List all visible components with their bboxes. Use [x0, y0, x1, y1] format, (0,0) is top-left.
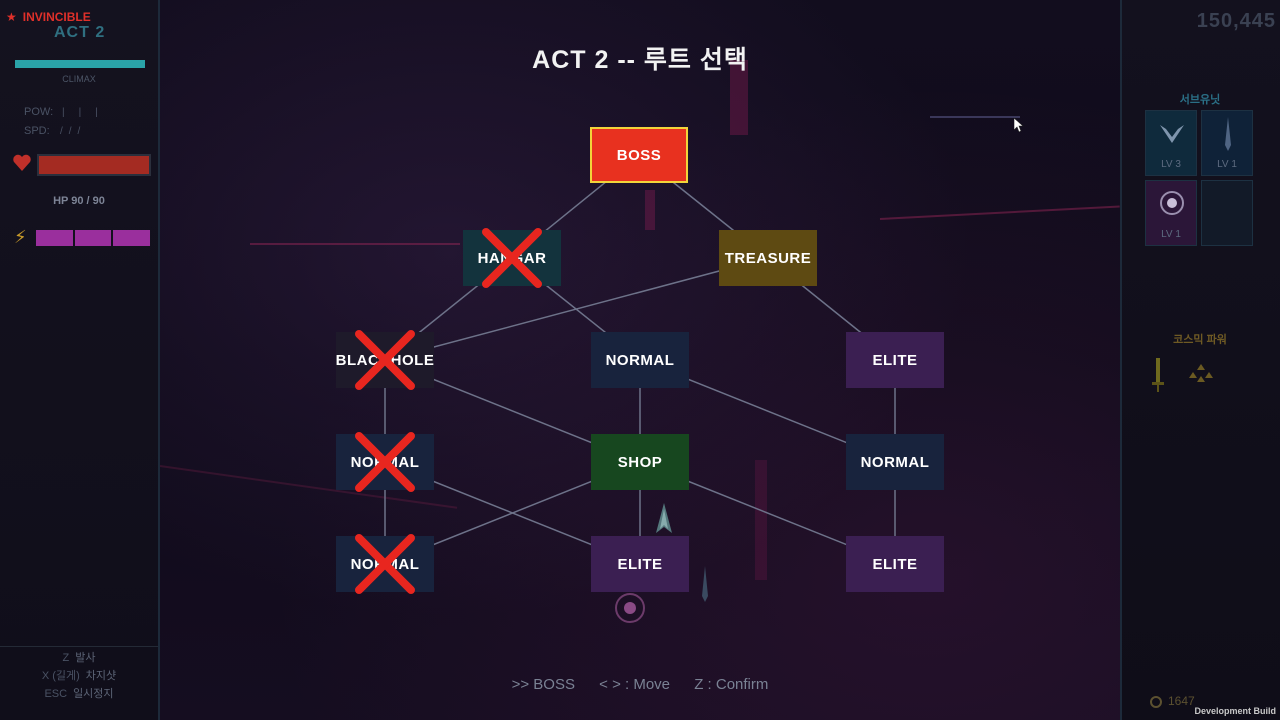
- subweapon-slot-empty: [1201, 180, 1253, 246]
- subweapon-level: LV 1: [1161, 229, 1181, 240]
- control-action: 발사: [75, 652, 96, 664]
- wing-icon: [1160, 125, 1184, 143]
- node-label: BOSS: [616, 146, 662, 164]
- node-label: SHOP: [617, 453, 663, 471]
- control-action: 차지샷: [85, 670, 117, 682]
- hint-confirm: Z : Confirm: [694, 676, 769, 693]
- route-node-blackhole[interactable]: BLACKHOLE: [335, 330, 435, 390]
- player-ship-icon: [656, 503, 672, 533]
- route-node-normal-left-r5[interactable]: NORMAL: [336, 534, 434, 594]
- node-label: NORMAL: [350, 555, 420, 573]
- node-label: ELITE: [872, 351, 918, 369]
- background-beam: [645, 190, 655, 230]
- energy-bar: [36, 230, 151, 246]
- energy-segment: [36, 230, 73, 246]
- route-node-shop[interactable]: SHOP: [591, 434, 689, 490]
- hint-target: >> BOSS: [511, 676, 575, 693]
- node-label: NORMAL: [350, 453, 420, 471]
- control-row: ESC 일시정지: [0, 688, 158, 701]
- mouse-cursor-icon: [1014, 118, 1024, 132]
- background-beam: [730, 60, 748, 135]
- route-node-elite-right[interactable]: ELITE: [846, 332, 944, 388]
- invincible-status: ★ INVINCIBLE: [6, 10, 91, 24]
- subweapon-level: LV 3: [1161, 159, 1181, 170]
- background-streak: [930, 116, 1020, 118]
- node-label: ELITE: [617, 555, 663, 573]
- route-node-treasure[interactable]: TREASURE: [719, 230, 817, 286]
- control-row: Z 발사: [0, 652, 158, 665]
- coin-icon: [1150, 696, 1162, 708]
- control-key: Z: [62, 652, 70, 664]
- node-label: NORMAL: [860, 453, 930, 471]
- node-label: HANGAR: [477, 249, 547, 267]
- control-row: X (길게) 차지샷: [0, 670, 158, 683]
- hp-bar: [37, 154, 151, 176]
- route-node-normal-mid[interactable]: NORMAL: [591, 332, 689, 388]
- controls-help: Z 발사 X (길게) 차지샷 ESC 일시정지: [0, 646, 158, 701]
- route-node-elite-right-r5[interactable]: ELITE: [846, 536, 944, 592]
- score-display: 150,445: [1196, 10, 1276, 32]
- left-hud-panel: [0, 0, 160, 720]
- sub-unit-orb-icon: [615, 593, 645, 623]
- status-text: INVINCIBLE: [22, 10, 91, 24]
- background-beam: [755, 460, 767, 580]
- route-node-boss[interactable]: BOSS: [590, 127, 688, 183]
- background-streak: [250, 243, 460, 245]
- blade-icon: [1225, 117, 1231, 151]
- route-node-hangar[interactable]: HANGAR: [463, 228, 561, 288]
- node-label: ELITE: [872, 555, 918, 573]
- node-label: TREASURE: [724, 249, 812, 267]
- route-node-elite-mid-r5[interactable]: ELITE: [591, 536, 689, 592]
- cosmic-power-formation-icon: [1189, 364, 1213, 382]
- node-label: BLACKHOLE: [335, 351, 435, 369]
- hp-text: HP 90 / 90: [53, 195, 105, 207]
- energy-segment: [74, 230, 112, 246]
- route-edge: [384, 257, 769, 361]
- spd-gauge: ///: [60, 126, 87, 137]
- control-key: ESC: [44, 688, 68, 700]
- cosmic-power-sword-icon: [1152, 358, 1164, 392]
- spd-label: SPD:: [24, 125, 50, 137]
- subweapon-slot: LV 1: [1145, 180, 1197, 246]
- route-node-normal-left-r4[interactable]: NORMAL: [336, 432, 434, 492]
- coin-counter: 1647: [1150, 694, 1195, 708]
- climax-label: CLIMAX: [62, 74, 96, 84]
- subweapons-title: 서브유닛: [1179, 94, 1221, 106]
- page-title: ACT 2 -- 루트 선택: [532, 46, 748, 74]
- lightning-icon: ⚡: [14, 227, 27, 247]
- pow-gauge: |||: [62, 107, 112, 118]
- heart-icon: [13, 154, 31, 171]
- development-build-label: Development Build: [1194, 706, 1276, 716]
- right-hud-panel: [1120, 0, 1280, 720]
- energy-segment: [113, 230, 151, 246]
- subweapon-level: LV 1: [1217, 159, 1237, 170]
- orb-icon: [1160, 191, 1184, 215]
- cosmic-power-title: 코스믹 파워: [1173, 334, 1227, 346]
- climax-progress-bar: [15, 60, 145, 68]
- control-action: 일시정지: [73, 688, 114, 700]
- route-node-normal-right-r4[interactable]: NORMAL: [846, 434, 944, 490]
- coin-amount: 1647: [1168, 694, 1195, 708]
- star-icon: ★: [6, 10, 17, 24]
- hint-move: < > : Move: [599, 676, 671, 693]
- subweapon-slot: LV 1: [1201, 110, 1253, 176]
- control-key: X (길게): [41, 670, 80, 682]
- footer-controls-hint: >> BOSS < > : Move Z : Confirm: [160, 676, 1120, 693]
- subweapon-slot: LV 3: [1145, 110, 1197, 176]
- act-indicator: ACT 2: [54, 24, 106, 41]
- sub-unit-blade-icon: [702, 566, 708, 602]
- pow-label: POW:: [24, 106, 54, 118]
- node-label: NORMAL: [605, 351, 675, 369]
